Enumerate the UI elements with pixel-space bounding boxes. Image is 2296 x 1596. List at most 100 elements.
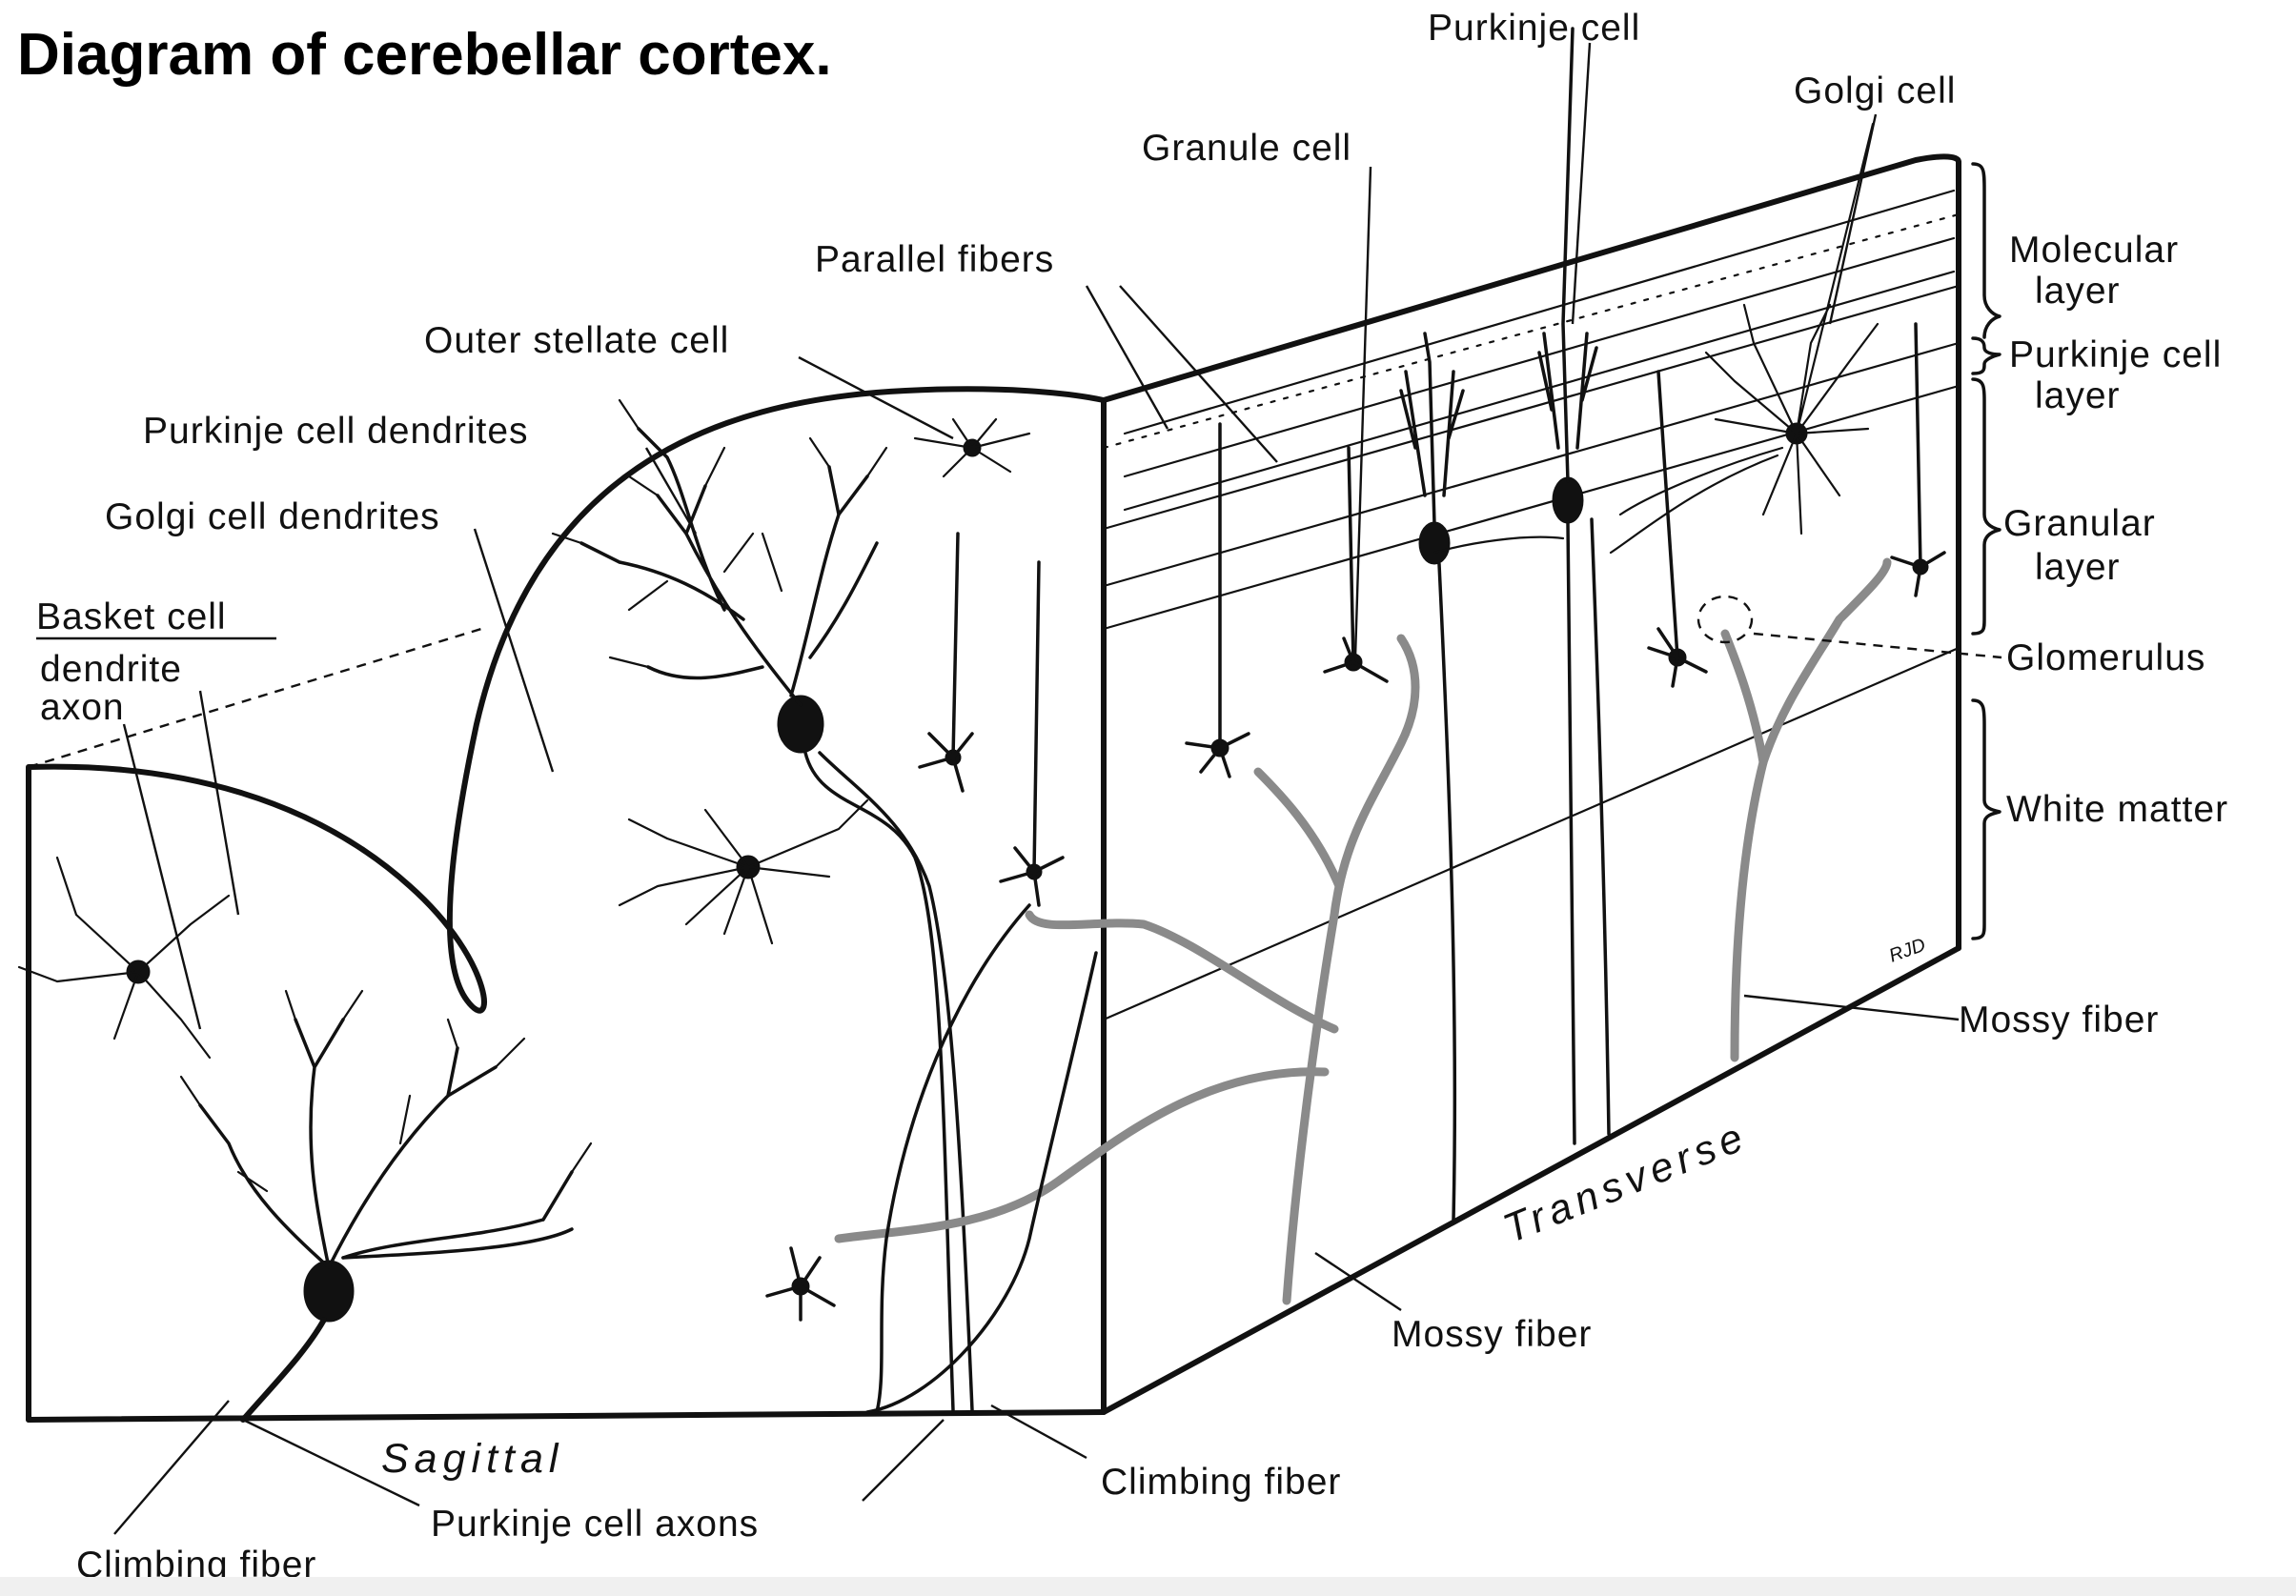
leader-lines — [113, 42, 2002, 1535]
label-glomerulus: Glomerulus — [2006, 637, 2205, 678]
block-outline — [26, 153, 1961, 1423]
leader-purkinje-axon-a — [242, 1418, 420, 1507]
mossy-fibers — [834, 557, 1892, 1305]
golgi-dendrites — [618, 798, 869, 945]
golgi-dendrites — [1704, 122, 1879, 535]
label-granular-2: layer — [2035, 547, 2121, 588]
leader-purkinje-cell — [1571, 42, 1592, 325]
leader-glomerulus — [1753, 632, 2002, 659]
label-climbing-fiber-right: Climbing fiber — [1101, 1462, 1341, 1503]
leader-golgi-cell — [1828, 113, 1878, 325]
leader-purkinje-dendrites — [644, 447, 698, 535]
label-transverse: Transverse — [1497, 1113, 1755, 1252]
label-purkinje-cell-dendrites: Purkinje cell dendrites — [143, 411, 529, 452]
purkinje-dendrite-fan — [1537, 27, 1598, 483]
leader-purkinje-axon-b — [862, 1419, 945, 1502]
label-mossy-fiber-right: Mossy fiber — [1959, 1000, 2159, 1040]
transverse-purkinje-cell-a — [1399, 332, 1465, 1222]
label-purkinje-layer-2: layer — [2035, 375, 2121, 416]
glomerulus-circle — [1697, 595, 1754, 644]
golgi-axon — [1609, 446, 1784, 555]
outer-stellate-cell — [913, 417, 1031, 478]
purkinje-soma — [1552, 476, 1584, 524]
stellate-processes — [913, 417, 1031, 478]
sagittal-bottom-edge — [26, 1409, 1107, 1423]
climbing-fiber-branch — [341, 1227, 574, 1260]
purkinje-axon — [240, 1317, 327, 1423]
transverse-bottom-edge — [1101, 945, 1961, 1415]
label-white-matter: White matter — [2006, 789, 2228, 830]
label-molecular-1: Molecular — [2009, 230, 2179, 271]
purkinje-axon — [803, 751, 955, 1412]
purkinje-axon — [1566, 520, 1576, 1145]
leader-mossy-fiber-right — [1743, 994, 1960, 1021]
label-granular-1: Granular — [2003, 503, 2156, 544]
molecular-purkinje-boundary — [1102, 284, 1961, 531]
label-outer-stellate-cell: Outer stellate cell — [424, 320, 729, 361]
leader-climbing-fiber-left — [113, 1400, 230, 1535]
label-granule-cell: Granule cell — [1142, 128, 1351, 169]
purkinje-dendrite-tree — [198, 1018, 574, 1269]
granule-processes — [1890, 322, 1946, 597]
leader-outer-stellate — [798, 355, 954, 440]
granule-cell — [918, 532, 974, 793]
purkinje-axon — [1437, 562, 1457, 1222]
labels: Purkinje cell Golgi cell Granule cell Pa… — [36, 8, 2228, 1586]
granule-processes — [918, 532, 974, 793]
granular-white-boundary — [1102, 646, 1961, 1021]
mossy-fiber-branch — [1253, 767, 1344, 891]
purkinje-bracket — [1971, 336, 2001, 375]
granule-processes — [1185, 422, 1250, 778]
label-parallel-fibers: Parallel fibers — [815, 239, 1054, 280]
granule-cell — [1890, 322, 1946, 597]
granule-processes — [1323, 446, 1389, 683]
label-basket-cell: Basket cell — [36, 596, 227, 637]
purkinje-soma — [777, 695, 824, 754]
leader-climbing-fiber-right — [990, 1404, 1087, 1460]
granule-cell — [1185, 422, 1250, 778]
leader-granule-cell — [1353, 166, 1372, 658]
purkinje-granular-boundary-a — [1102, 341, 1961, 588]
sagittal-granule-cells — [765, 532, 1065, 1322]
label-basket-dendrite: dendrite — [40, 649, 182, 690]
leader-basket-dendrite — [198, 690, 240, 916]
climbing-fiber-upper — [818, 751, 974, 1412]
granule-processes — [765, 1246, 836, 1322]
artist-signature: RJD — [1886, 935, 1928, 967]
purkinje-dendrite-twigs — [551, 398, 888, 669]
leader-golgi-dendrites — [473, 528, 555, 773]
leader-basket-axon — [122, 723, 202, 1030]
sagittal-purkinje-cell-lower — [179, 989, 593, 1423]
purkinje-soma — [1418, 521, 1451, 565]
mossy-fiber-branch — [1025, 910, 1339, 1034]
diagram-title: Diagram of cerebellar cortex. — [17, 22, 832, 88]
parallel-fiber — [1123, 270, 1956, 512]
purkinje-dendrite-fan — [1399, 332, 1465, 526]
mossy-fiber-main — [1730, 557, 1892, 1062]
climbing-fiber-curve-2 — [865, 951, 1098, 1414]
sagittal-purkinje-cell-upper — [551, 398, 974, 1412]
mossy-fiber-branch — [1720, 629, 1768, 767]
leader-parallel-fibers-b — [1119, 285, 1278, 463]
mossy-fiber-main — [1282, 634, 1420, 1305]
sagittal-golgi-cell — [618, 798, 869, 945]
leader-parallel-fibers-a — [1085, 285, 1169, 430]
granule-processes — [999, 560, 1065, 907]
purkinje-dendrite-twigs — [179, 989, 593, 1193]
molecular-bracket — [1971, 162, 2001, 339]
label-purkinje-cell-axons: Purkinje cell axons — [431, 1504, 759, 1545]
label-golgi-cell-dendrites: Golgi cell dendrites — [105, 496, 440, 537]
granule-cell — [1647, 370, 1708, 688]
label-purkinje-layer-1: Purkinje cell — [2009, 334, 2222, 375]
purkinje-soma — [303, 1260, 355, 1323]
granule-cell — [999, 560, 1065, 907]
mossy-fiber-branch — [834, 1067, 1330, 1243]
granular-bracket — [1971, 377, 2001, 636]
label-molecular-2: layer — [2035, 271, 2121, 312]
sagittal-face-outline — [26, 386, 1107, 1423]
granule-cell — [1323, 446, 1389, 683]
granule-processes — [1647, 370, 1708, 688]
layer-boundaries — [1102, 212, 1961, 1021]
transverse-purkinje-cell-b — [1432, 27, 1611, 1145]
